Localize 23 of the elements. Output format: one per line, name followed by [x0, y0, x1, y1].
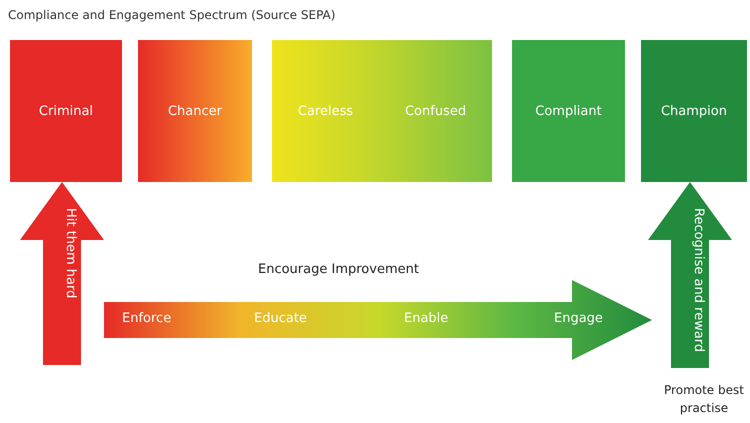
arrow-label: Enforce: [122, 311, 172, 326]
color-block: [272, 40, 492, 182]
block-arrow: [648, 182, 732, 368]
block-label: Careless: [298, 104, 354, 118]
block-label: Chancer: [168, 104, 222, 118]
color-block: [138, 40, 252, 182]
color-block: [10, 40, 122, 182]
color-block: [512, 40, 625, 182]
arrow-label: Enable: [404, 311, 448, 326]
block-label: Criminal: [38, 104, 94, 118]
caption-text: Promote best practise: [663, 382, 745, 417]
gradient-arrow: [104, 280, 652, 360]
diagram-title: Compliance and Engagement Spectrum (Source SEPA): [8, 8, 336, 22]
arrow-label: Hit them hard: [62, 208, 79, 298]
block-label: Champion: [660, 104, 727, 118]
block-arrow: [20, 182, 104, 365]
block-label: Compliant: [535, 104, 602, 118]
arrow-label: Recognise and reward: [690, 208, 707, 352]
arrow-label: Engage: [554, 311, 603, 326]
caption-text: Encourage Improvement: [258, 262, 419, 277]
color-block: [641, 40, 747, 182]
block-label: Confused: [404, 104, 466, 118]
arrow-label: Educate: [254, 311, 307, 326]
